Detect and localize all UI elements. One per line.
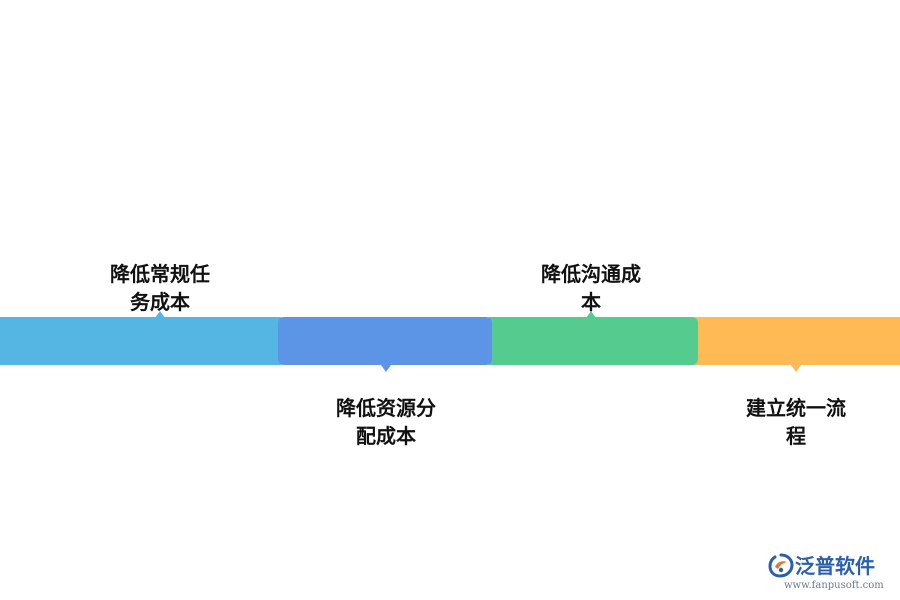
step-label-1: 降低常规任 务成本 bbox=[90, 260, 230, 316]
brand-logo: 泛普软件 www.fanpusoft.com bbox=[768, 553, 894, 593]
step-label-4-line-1: 建立统一流 bbox=[746, 396, 846, 420]
step-label-4: 建立统一流 程 bbox=[726, 394, 866, 450]
step-label-2-line-2: 配成本 bbox=[356, 424, 416, 448]
step-label-1-line-2: 务成本 bbox=[130, 290, 190, 314]
step-label-3: 降低沟通成 本 bbox=[521, 260, 661, 316]
pointer-down-4 bbox=[791, 365, 801, 372]
pointer-up-1 bbox=[155, 311, 165, 318]
step-label-1-line-1: 降低常规任 bbox=[110, 262, 210, 286]
timeline-segment-1 bbox=[0, 317, 286, 365]
fanpu-logo-icon bbox=[768, 553, 794, 578]
timeline-segment-2 bbox=[278, 317, 492, 365]
step-label-2: 降低资源分 配成本 bbox=[316, 394, 456, 450]
pointer-up-3 bbox=[586, 311, 596, 318]
brand-url: www.fanpusoft.com bbox=[784, 580, 884, 591]
pointer-down-2 bbox=[381, 365, 391, 372]
step-label-2-line-1: 降低资源分 bbox=[336, 396, 436, 420]
step-label-3-line-1: 降低沟通成 bbox=[541, 262, 641, 286]
timeline-segment-3 bbox=[484, 317, 698, 365]
brand-name: 泛普软件 bbox=[795, 554, 875, 578]
step-label-3-line-2: 本 bbox=[581, 290, 601, 314]
step-label-4-line-2: 程 bbox=[786, 424, 806, 448]
timeline-segment-4 bbox=[688, 317, 900, 365]
